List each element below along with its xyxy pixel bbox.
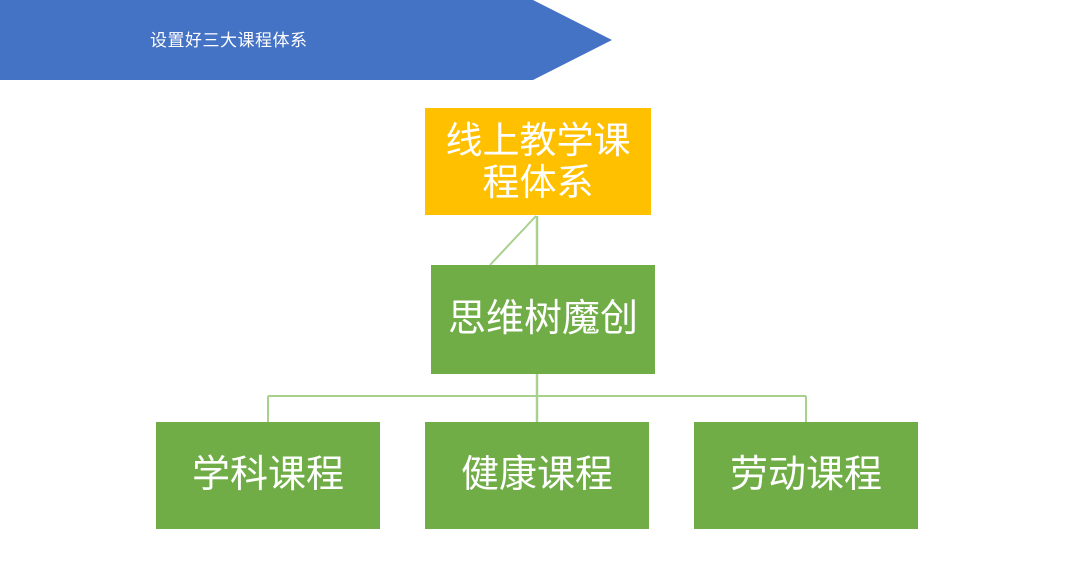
node-leaf-subject-course[interactable]: 学科课程 [156, 422, 380, 529]
node-root-online-teaching-system[interactable]: 线上教学课程体系 [425, 108, 651, 215]
banner-chevron-shape [0, 0, 612, 80]
node-leaf-labor-course[interactable]: 劳动课程 [694, 422, 918, 529]
connector-root-diagonal [489, 215, 537, 266]
node-leaf-health-course[interactable]: 健康课程 [425, 422, 649, 529]
node-branch-siweishu[interactable]: 思维树魔创 [431, 265, 655, 374]
banner-title-text: 设置好三大课程体系 [150, 30, 308, 50]
title-banner[interactable]: 设置好三大课程体系 [0, 0, 613, 80]
